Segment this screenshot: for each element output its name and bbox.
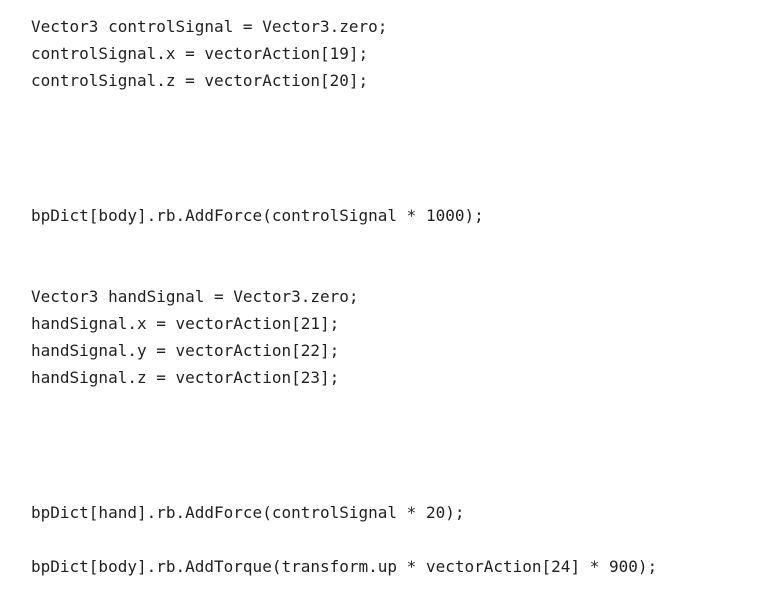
code-line: bpDict[hand].rb.AddForce(controlSignal *… bbox=[31, 503, 465, 522]
code-block: Vector3 controlSignal = Vector3.zero; co… bbox=[31, 13, 751, 593]
code-line: controlSignal.x = vectorAction[19]; bbox=[31, 44, 369, 63]
code-line: handSignal.x = vectorAction[21]; bbox=[31, 314, 340, 333]
code-line: handSignal.y = vectorAction[22]; bbox=[31, 341, 340, 360]
code-line: controlSignal.z = vectorAction[20]; bbox=[31, 71, 369, 90]
code-line: Vector3 controlSignal = Vector3.zero; bbox=[31, 17, 388, 36]
code-line: bpDict[body].rb.AddForce(controlSignal *… bbox=[31, 206, 484, 225]
code-line: handSignal.z = vectorAction[23]; bbox=[31, 368, 340, 387]
code-line: bpDict[body].rb.AddTorque(transform.up *… bbox=[31, 557, 658, 576]
code-line: Vector3 handSignal = Vector3.zero; bbox=[31, 287, 359, 306]
